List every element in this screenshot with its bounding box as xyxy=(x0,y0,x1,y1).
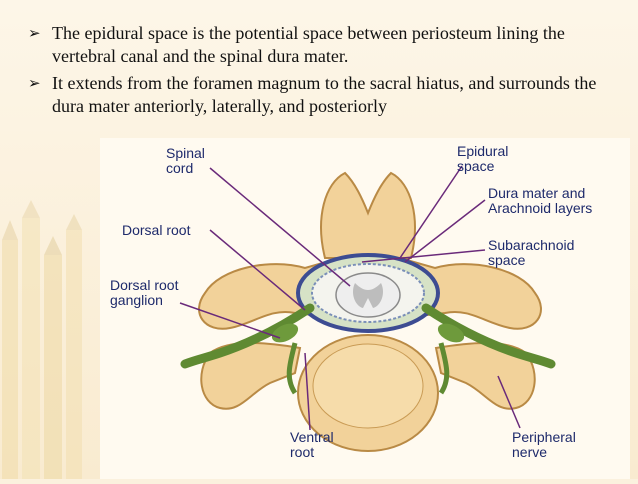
vertebra-diagram: Spinal cord Epidural space Dura mater an… xyxy=(100,138,630,479)
label-epidural-space: Epidural space xyxy=(457,143,509,174)
label-peripheral-nerve: Peripheral nerve xyxy=(512,429,576,460)
label-ventral-root: Ventral root xyxy=(290,429,334,460)
bullet-list: ➢ The epidural space is the potential sp… xyxy=(28,22,618,122)
pencils-decoration xyxy=(2,200,82,479)
label-dura-arachnoid: Dura mater and Arachnoid layers xyxy=(488,185,593,216)
bullet-text: It extends from the foramen magnum to th… xyxy=(52,73,597,116)
label-dorsal-root-ganglion: Dorsal root ganglion xyxy=(110,277,179,308)
label-subarachnoid-space: Subarachnoid space xyxy=(488,237,575,268)
bullet-arrow-icon: ➢ xyxy=(28,74,41,92)
vertebra-illustration xyxy=(179,165,556,452)
bullet-item: ➢ It extends from the foramen magnum to … xyxy=(28,72,618,118)
label-dorsal-root: Dorsal root xyxy=(122,222,191,238)
bullet-arrow-icon: ➢ xyxy=(28,24,41,42)
label-spinal-cord: Spinal cord xyxy=(166,145,205,176)
bullet-text: The epidural space is the potential spac… xyxy=(52,23,565,66)
bullet-item: ➢ The epidural space is the potential sp… xyxy=(28,22,618,68)
